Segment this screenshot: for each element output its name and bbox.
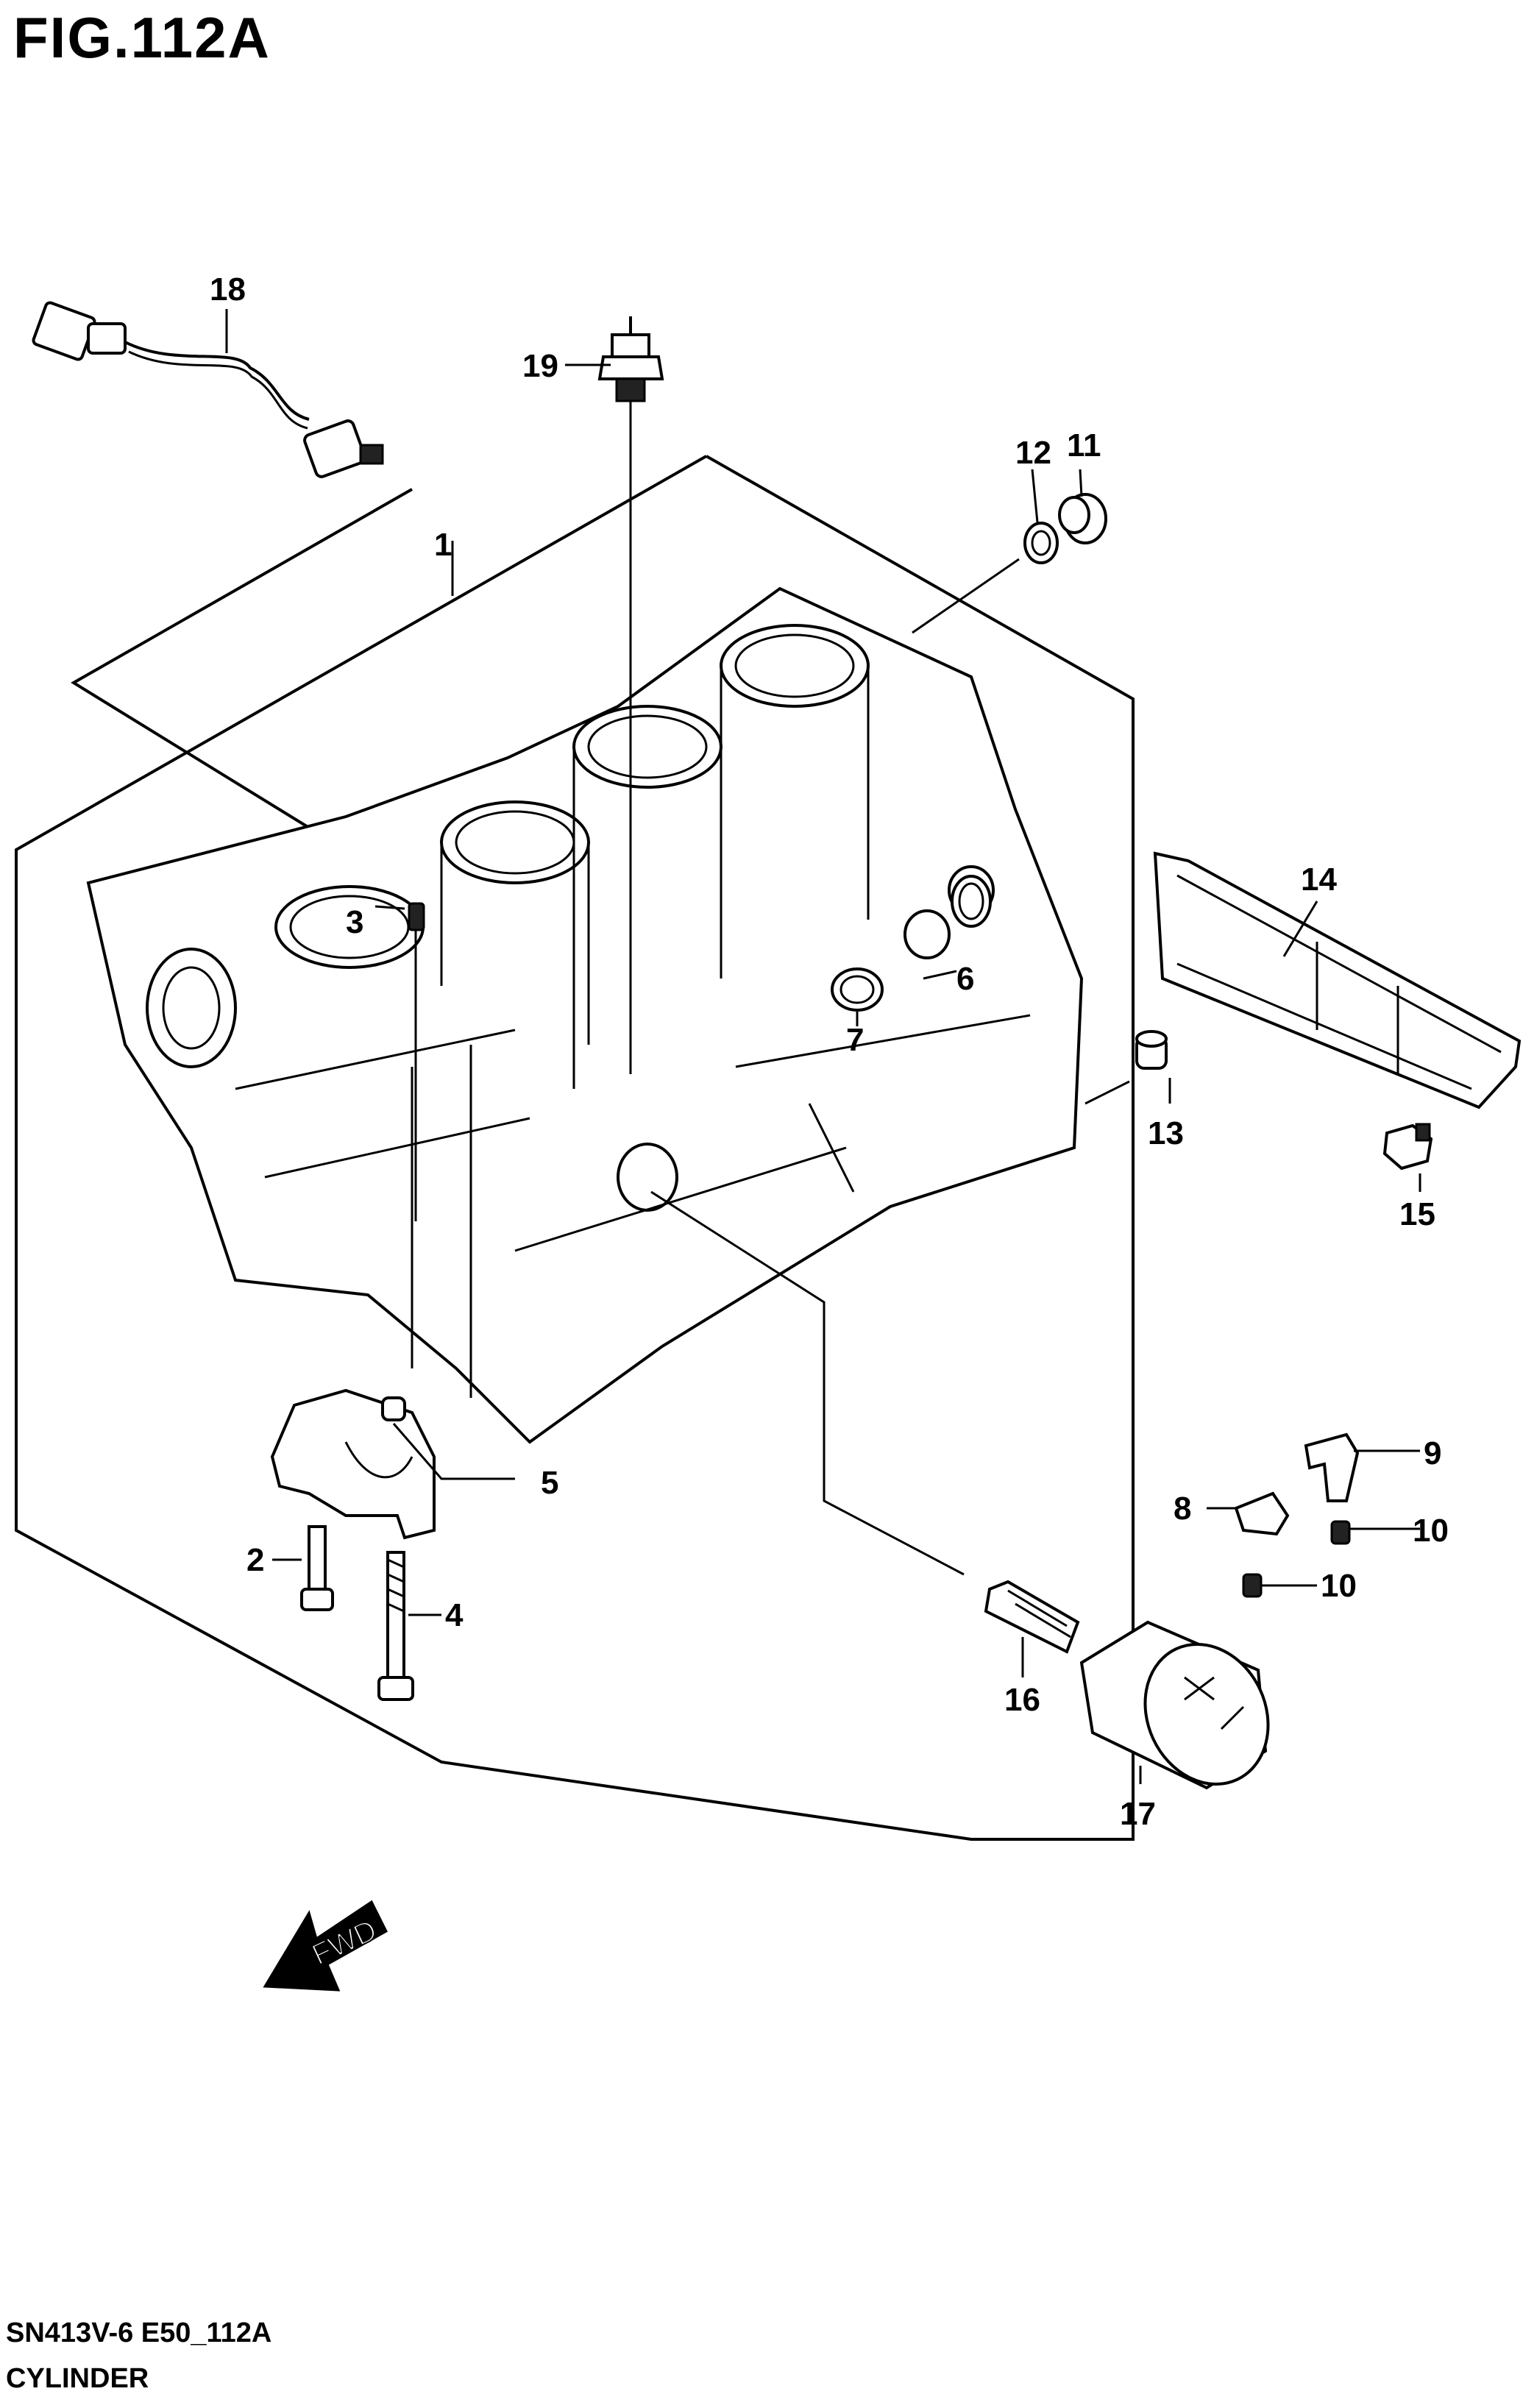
leader-lines — [225, 309, 1421, 1784]
figure-title: FIG.112A — [13, 5, 271, 70]
part-17-oil-filter — [1079, 1620, 1270, 1790]
part-13-pin — [1135, 1030, 1168, 1070]
callout-9: 9 — [1424, 1435, 1441, 1471]
callout-6: 6 — [956, 961, 974, 997]
callout-17: 17 — [1120, 1796, 1156, 1832]
diagram-name: CYLINDER — [6, 2363, 149, 2394]
part-11-plug — [1058, 493, 1107, 544]
callout-10-lower: 10 — [1321, 1568, 1357, 1604]
part-16-stud — [984, 1580, 1080, 1654]
part-6-o-ring — [951, 875, 992, 928]
part-18-sensor — [32, 301, 384, 478]
part-19-switch — [597, 316, 664, 402]
callout-1: 1 — [434, 527, 452, 563]
callout-19: 19 — [522, 348, 558, 384]
diagram-code: SN413V-6 E50_112A — [6, 2318, 272, 2348]
callout-15: 15 — [1399, 1196, 1435, 1232]
part-10-bolt-upper — [1330, 1520, 1351, 1545]
callout-11: 11 — [1067, 427, 1101, 464]
cylinder-block — [86, 586, 1084, 1444]
part-3-dowel — [408, 902, 425, 931]
callout-4: 4 — [445, 1597, 464, 1633]
callout-2: 2 — [246, 1542, 264, 1578]
part-10-bolt-lower — [1242, 1573, 1263, 1598]
part-15-bolt — [1382, 1123, 1433, 1171]
assembly-outline — [15, 455, 1135, 1841]
callout-18: 18 — [210, 271, 246, 308]
callout-5: 5 — [541, 1465, 558, 1501]
part-7-o-ring — [831, 967, 884, 1012]
callout-14: 14 — [1301, 862, 1337, 898]
callout-labels: 1 2 3 4 5 6 7 8 9 10 10 11 12 13 14 15 1… — [210, 271, 1449, 1832]
part-2-bolt — [300, 1525, 334, 1611]
part-4-bolt — [377, 1551, 414, 1701]
callout-7: 7 — [846, 1022, 864, 1058]
part-14-cover — [1153, 851, 1522, 1109]
part-5-bearing-cap — [270, 1388, 436, 1540]
callout-13: 13 — [1148, 1115, 1184, 1151]
callout-10-upper: 10 — [1413, 1513, 1449, 1549]
part-9-bracket — [1304, 1432, 1360, 1502]
callout-3: 3 — [346, 904, 363, 940]
callout-16: 16 — [1004, 1682, 1040, 1718]
part-8-bracket — [1234, 1491, 1290, 1536]
callout-12: 12 — [1015, 435, 1051, 471]
callout-8: 8 — [1174, 1491, 1191, 1527]
part-12-washer — [1023, 522, 1059, 564]
fwd-arrow-icon: FWD — [263, 1900, 388, 1992]
